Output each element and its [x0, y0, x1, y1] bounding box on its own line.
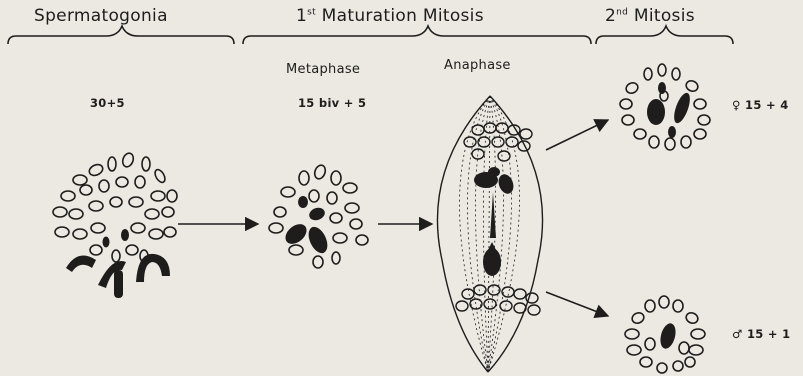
label-anaphase: Anaphase: [444, 58, 511, 73]
bracket-second-mitosis: [596, 26, 733, 44]
formula-metaphase: 15 biv + 5: [298, 96, 366, 110]
metaphase-dark-chromosomes: [282, 196, 332, 256]
formula-male: ♂ 15 + 1: [732, 327, 790, 341]
bracket-first-mitosis: [243, 26, 591, 44]
header-second-mitosis: 2nd Mitosis: [605, 6, 695, 26]
male-count: 15 + 1: [747, 327, 790, 341]
arrow-to-male-cell: [546, 292, 608, 316]
header-first-ordinal: 1st: [296, 6, 316, 26]
male-symbol: ♂: [732, 327, 743, 341]
female-symbol: ♀: [732, 98, 741, 112]
header-first-label: Maturation Mitosis: [322, 6, 484, 26]
formula-female: ♀ 15 + 4: [732, 98, 789, 112]
header-spermatogonia: Spermatogonia: [34, 6, 168, 26]
arrow-to-female-cell: [546, 120, 608, 150]
female-cell: [620, 64, 710, 150]
formula-spermatogonia: 30+5: [90, 96, 125, 110]
header-second-ordinal: 2nd: [605, 6, 628, 26]
male-dark-chromosome: [658, 322, 678, 351]
anaphase-upper-chromosomes: [464, 123, 532, 161]
header-second-label: Mitosis: [634, 6, 695, 26]
spermatogonia-cell: [53, 152, 177, 262]
bracket-spermatogonia: [8, 26, 234, 44]
female-count: 15 + 4: [745, 98, 788, 112]
label-metaphase: Metaphase: [286, 62, 360, 77]
female-dark-chromosomes: [647, 82, 693, 138]
header-first-maturation-mitosis: 1st Maturation Mitosis: [296, 6, 484, 26]
